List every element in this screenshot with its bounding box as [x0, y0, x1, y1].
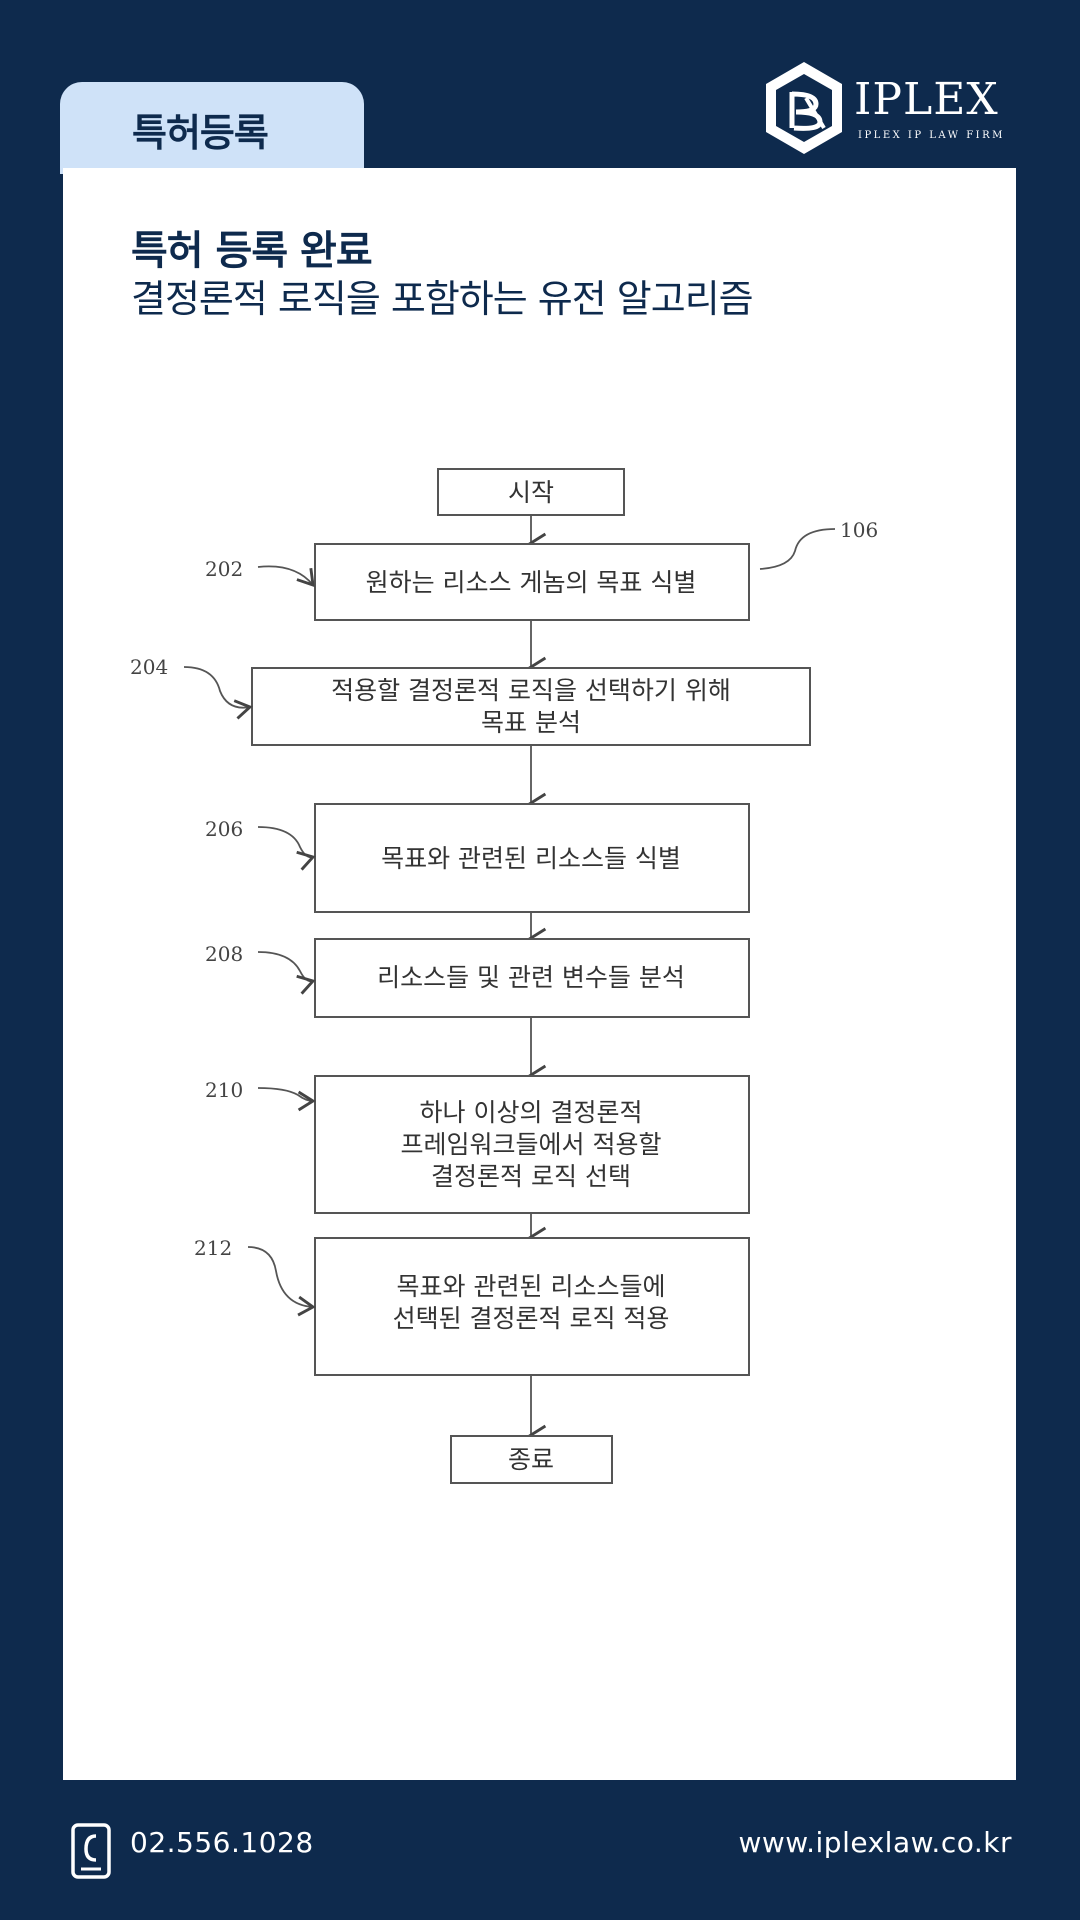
- category-tab: 특허등록: [60, 82, 364, 174]
- step-label-212-line2: 선택된 결정론적 로직 적용: [393, 1304, 670, 1333]
- footer-website-link[interactable]: www.iplexlaw.co.kr: [738, 1826, 1012, 1859]
- step-ref-212: 212: [194, 1236, 232, 1260]
- step-ref-leader-212: [247, 1246, 316, 1317]
- logo-wordmark: IPLEX: [854, 74, 999, 125]
- logo-tagline: IPLEX IP LAW FIRM: [858, 130, 1005, 141]
- step-box-208: [314, 938, 750, 1018]
- step-label-204-line1: 적용할 결정론적 로직을 선택하기 위해: [331, 676, 731, 705]
- step-label-204-line2: 목표 분석: [481, 708, 581, 737]
- page-title: 특허 등록 완료: [131, 228, 373, 274]
- step-label-210-line1: 하나 이상의 결정론적: [420, 1098, 643, 1127]
- phone-icon: [71, 1823, 111, 1879]
- step-label-202: 원하는 리소스 게놈의 목표 식별: [366, 568, 697, 597]
- step-ref-210: 210: [205, 1078, 243, 1102]
- step-ref-204: 204: [130, 655, 168, 679]
- step-ref-leader-202: [257, 565, 315, 588]
- step-ref-leader-208: [257, 951, 316, 995]
- footer-phone-number[interactable]: 02.556.1028: [130, 1826, 314, 1859]
- step-box-206: [314, 803, 750, 913]
- end-node: [450, 1435, 613, 1484]
- category-tab-label: 특허등록: [132, 111, 269, 155]
- iplex-logo: IPLEX IPLEX IP LAW FIRM: [762, 58, 1006, 160]
- step-box-212: [314, 1237, 750, 1376]
- step-ref-leader-206: [257, 826, 316, 871]
- start-node-label: 시작: [508, 478, 554, 507]
- logo-hexagon-icon: [766, 62, 842, 154]
- step-label-210-line2: 프레임워크들에서 적용할: [401, 1130, 662, 1159]
- step-label-206: 목표와 관련된 리소스들 식별: [381, 844, 681, 873]
- flowchart-diagram: 시작 106 원하는 리소스 게놈의 목표 식별 202 적용할 결정론적 로직…: [130, 468, 878, 1484]
- step-label-208: 리소스들 및 관련 변수들 분석: [377, 963, 685, 992]
- step-ref-206: 206: [205, 817, 243, 841]
- step-ref-leader-204: [183, 666, 253, 720]
- step-label-210-line3: 결정론적 로직 선택: [431, 1162, 631, 1191]
- step-box-202: [314, 543, 750, 621]
- step-ref-leader-210: [257, 1087, 316, 1112]
- step-label-212-line1: 목표와 관련된 리소스들에: [397, 1272, 666, 1301]
- page-subtitle: 결정론적 로직을 포함하는 유전 알고리즘: [131, 277, 754, 321]
- step-box-210: [314, 1075, 750, 1214]
- step-ref-202: 202: [205, 557, 243, 581]
- figure-ref-label: 106: [840, 518, 878, 542]
- step-box-204: [251, 667, 811, 746]
- step-ref-208: 208: [205, 942, 243, 966]
- figure-ref-leader: [759, 528, 836, 570]
- end-node-label: 종료: [508, 1445, 554, 1474]
